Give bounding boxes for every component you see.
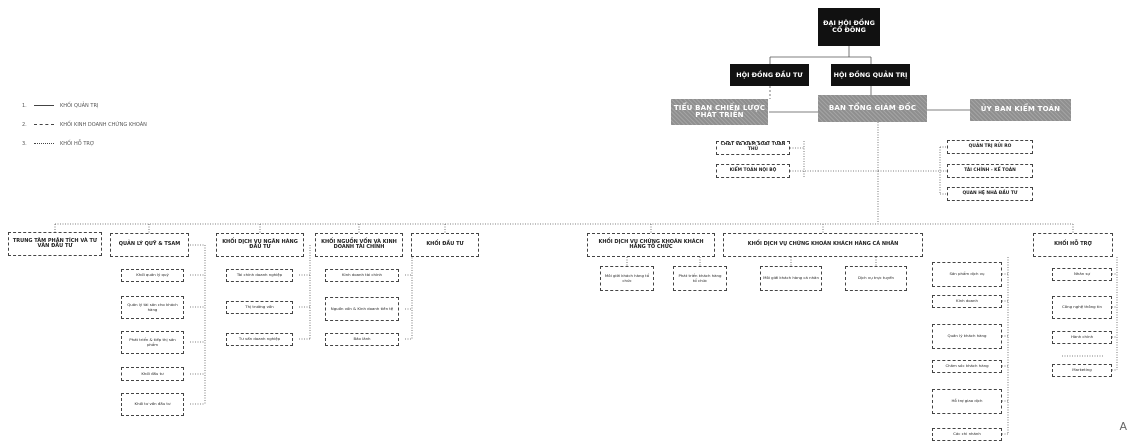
org-node-hddt: HỘI ĐỒNG ĐẦU TƯ bbox=[730, 64, 809, 86]
org-node-qtrr: QUẢN TRỊ RỦI RO bbox=[947, 140, 1033, 154]
org-node-dhdcd: ĐẠI HỘI ĐỒNG CỔ ĐÔNG bbox=[818, 8, 880, 46]
org-node-qhndt: QUAN HỆ NHÀ ĐẦU TƯ bbox=[947, 187, 1033, 201]
org-node-kdvck: KHỐI DỊCH VỤ CHỨNG KHOÁN KHÁCH HÀNG TỔ C… bbox=[587, 233, 715, 257]
legend: 1. KHỐI QUẢN TRỊ 2. KHỐI KINH DOANH CHỨNG … bbox=[22, 96, 147, 153]
legend-line-dotted bbox=[34, 143, 54, 144]
org-node-ubkt: ỦY BAN KIỂM TOÁN bbox=[970, 99, 1071, 121]
org-node-tbcl: TIỂU BAN CHIẾN LƯỢC PHÁT TRIỂN bbox=[671, 99, 768, 125]
legend-num: 3. bbox=[22, 140, 27, 147]
legend-item: 1. KHỐI QUẢN TRỊ bbox=[22, 96, 147, 115]
org-node-v3: Bảo lãnh bbox=[325, 333, 399, 346]
legend-line-dashed bbox=[34, 124, 54, 125]
org-node-p4: Kinh doanh bbox=[932, 295, 1002, 308]
org-node-kht: KHỐI HỖ TRỢ bbox=[1033, 233, 1113, 257]
legend-num: 1. bbox=[22, 102, 27, 109]
org-node-q4: Khối đầu tư bbox=[121, 367, 184, 381]
watermark-letter: A bbox=[1119, 420, 1127, 433]
org-node-n2: Thị trường vốn bbox=[226, 301, 293, 314]
org-node-q2: Quản lý tài sản cho khách hàng bbox=[121, 296, 184, 319]
org-node-kdvkhcn: KHỐI DỊCH VỤ CHỨNG KHOÁN KHÁCH HÀNG CÁ N… bbox=[723, 233, 923, 257]
org-node-p3: Sản phẩm dịch vụ bbox=[932, 262, 1002, 287]
org-node-v1: Kinh doanh tài chính bbox=[325, 269, 399, 282]
legend-item: 2. KHỐI KINH DOANH CHỨNG KHOÁN bbox=[22, 115, 147, 134]
legend-line-solid bbox=[34, 105, 54, 106]
org-node-kdt: KHỐI ĐẦU TƯ bbox=[411, 233, 479, 257]
legend-label: KHỐI QUẢN TRỊ bbox=[60, 102, 99, 109]
org-node-kdvnh: KHỐI DỊCH VỤ NGÂN HÀNG ĐẦU TƯ bbox=[216, 233, 304, 257]
org-node-p7: Hỗ trợ giao dịch bbox=[932, 389, 1002, 414]
org-node-v2: Nguồn vốn & Kinh doanh tiền tệ bbox=[325, 297, 399, 321]
legend-item: 3. KHỐI HỖ TRỢ bbox=[22, 134, 147, 153]
org-node-qlq: QUẢN LÝ QUỸ & TSAM bbox=[110, 233, 189, 257]
legend-label: KHỐI KINH DOANH CHỨNG KHOÁN bbox=[60, 121, 147, 128]
org-node-q5: Khối tư vấn đầu tư bbox=[121, 393, 184, 416]
org-node-knv: KHỐI NGUỒN VỐN VÀ KINH DOANH TÀI CHÍNH bbox=[315, 233, 403, 257]
org-node-btgd: BAN TỔNG GIÁM ĐỐC bbox=[818, 95, 927, 122]
org-node-h2: Công nghệ thông tin bbox=[1052, 296, 1112, 319]
org-node-hdqt: HỘI ĐỒNG QUẢN TRỊ bbox=[831, 64, 910, 86]
org-node-p5: Quản lý khách hàng bbox=[932, 324, 1002, 349]
org-node-p2: Dịch vụ trực tuyến bbox=[845, 266, 907, 291]
org-node-q1: Khối quản lý quỹ bbox=[121, 269, 184, 282]
org-node-ktnb: KIỂM TOÁN NỘI BỘ bbox=[716, 164, 790, 178]
org-node-tckt: TÀI CHÍNH - KẾ TOÁN bbox=[947, 164, 1033, 178]
legend-label: KHỐI HỖ TRỢ bbox=[60, 140, 95, 147]
org-node-c1: Môi giới khách hàng tổ chức bbox=[600, 266, 654, 291]
org-node-n1: Tài chính doanh nghiệp bbox=[226, 269, 293, 282]
org-node-q3: Phát triển & tiếp thị sản phẩm bbox=[121, 331, 184, 354]
org-node-p6: Chăm sóc khách hàng bbox=[932, 360, 1002, 373]
org-node-c2: Phát triển khách hàng tổ chức bbox=[673, 266, 727, 291]
org-node-n3: Tư vấn doanh nghiệp bbox=[226, 333, 293, 346]
org-node-h1: Nhân sự bbox=[1052, 268, 1112, 281]
org-node-h3: Hành chính bbox=[1052, 331, 1112, 344]
org-node-ttpt: TRUNG TÂM PHÂN TÍCH VÀ TƯ VẤN ĐẦU TƯ bbox=[8, 232, 102, 256]
org-node-cltt: CHẤT VÀ KIỂM SOÁT TUÂN THỦ bbox=[716, 141, 790, 155]
org-node-h4: Marketing bbox=[1052, 364, 1112, 377]
legend-num: 2. bbox=[22, 121, 27, 128]
org-node-p1: Môi giới khách hàng cá nhân bbox=[760, 266, 822, 291]
org-node-p8: Các chi nhánh bbox=[932, 428, 1002, 441]
